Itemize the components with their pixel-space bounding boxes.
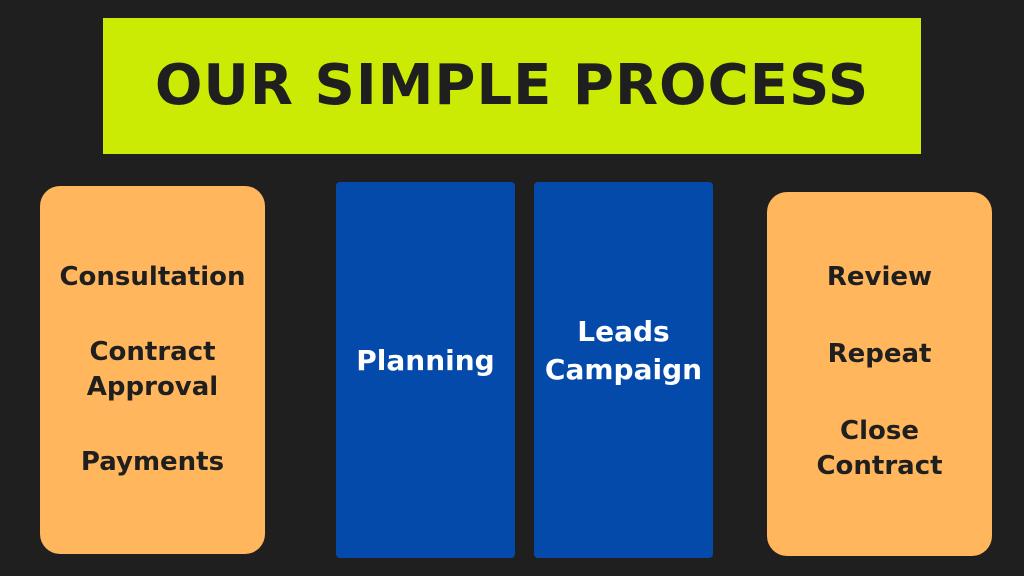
- left-steps-card: Consultation Contract Approval Payments: [40, 186, 265, 554]
- step-line: Consultation: [59, 261, 246, 292]
- step-line: Campaign: [544, 353, 703, 386]
- step-line: Approval: [86, 372, 219, 402]
- step-line: Payments: [80, 447, 225, 477]
- step-line: Contract: [89, 336, 216, 367]
- diagram-title: OUR SIMPLE PROCESS: [154, 53, 870, 118]
- step-line: Contract: [816, 451, 943, 481]
- step-planning: Planning: [356, 342, 494, 380]
- step-line: Planning: [356, 344, 495, 378]
- step-contract-approval: Contract Approval: [87, 335, 218, 405]
- leads-campaign-card: Leads Campaign: [534, 182, 713, 558]
- step-close-contract: Close Contract: [816, 414, 942, 484]
- step-leads-campaign: Leads Campaign: [545, 313, 702, 389]
- step-consultation: Consultation: [59, 260, 245, 295]
- title-banner: OUR SIMPLE PROCESS: [103, 18, 921, 154]
- planning-card: Planning: [336, 182, 515, 558]
- step-payments: Payments: [81, 445, 224, 480]
- step-line: Review: [826, 261, 933, 292]
- step-line: Repeat: [827, 338, 932, 369]
- step-line: Leads: [577, 315, 670, 349]
- right-steps-card: Review Repeat Close Contract: [767, 192, 992, 556]
- step-line: Close: [840, 415, 919, 446]
- step-review: Review: [827, 260, 932, 295]
- step-repeat: Repeat: [828, 337, 932, 372]
